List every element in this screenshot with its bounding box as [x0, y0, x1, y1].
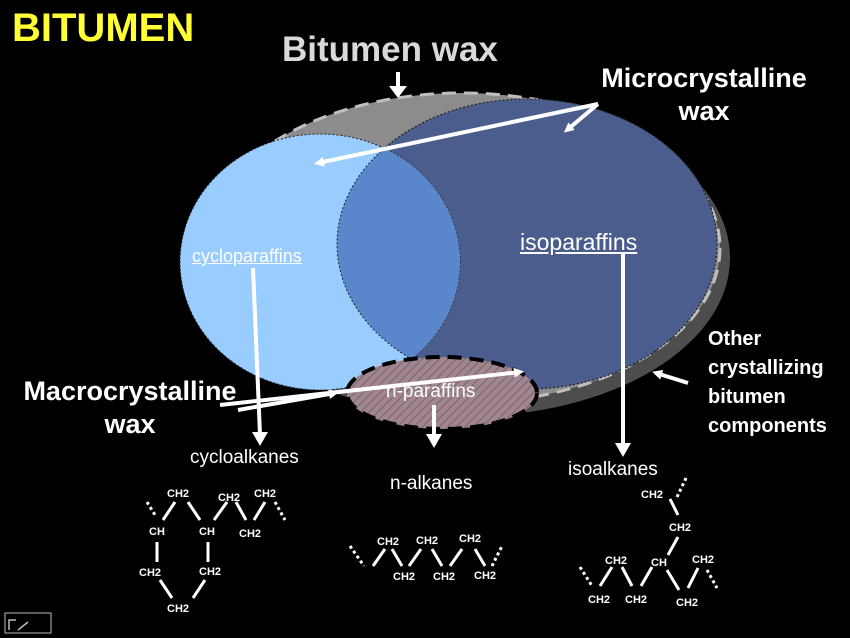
group-label: CH2 [625, 594, 647, 606]
isoalkane-labels: CH2 CH2 CH2 CH CH2 CH2 CH2 CH2 [588, 489, 714, 609]
micro-arrow-1 [314, 102, 599, 167]
group-label: CH2 [692, 554, 714, 566]
macro-arrow-2 [219, 367, 524, 407]
isoparaffins-label: isoparaffins [520, 229, 638, 255]
group-label: CH2 [218, 492, 240, 504]
microcrystalline-wax-label: Microcrystalline wax [601, 63, 807, 126]
bitumen-wax-label: Bitumen wax [282, 30, 498, 69]
micro-arrow-2 [563, 102, 600, 133]
group-label: CH2 [199, 566, 221, 578]
cycloalkane-labels: CH2 CH2 CH2 CH CH CH2 CH2 CH2 CH2 [139, 488, 276, 615]
group-label: CH2 [377, 536, 399, 548]
group-label: CH2 [459, 533, 481, 545]
overlap-region [337, 134, 460, 389]
group-label: CH [651, 557, 667, 569]
group-label: CH2 [254, 488, 276, 500]
group-label: CH2 [676, 597, 698, 609]
n-alkane-structure [348, 545, 504, 567]
group-label: CH2 [641, 489, 663, 501]
group-label: CH2 [393, 571, 415, 583]
n-alkanes-label: n-alkanes [390, 473, 473, 494]
group-label: CH [199, 526, 215, 538]
isoalkanes-label: isoalkanes [568, 459, 658, 480]
other-arrow [652, 370, 689, 385]
group-label: CH2 [474, 570, 496, 582]
group-label: CH2 [605, 555, 627, 567]
n-paraffins-label: n-paraffins [386, 381, 476, 402]
group-label: CH2 [167, 488, 189, 500]
group-label: CH2 [139, 567, 161, 579]
cycloparaffins-label: cycloparaffins [192, 246, 302, 266]
group-label: CH2 [588, 594, 610, 606]
cycloalkane-structure [145, 501, 287, 599]
page-title: BITUMEN [12, 6, 195, 50]
group-label: CH2 [416, 535, 438, 547]
cycloalkanes-label: cycloalkanes [190, 447, 299, 468]
group-label: CH2 [669, 522, 691, 534]
corner-logo-icon [4, 612, 52, 634]
isoalkane-structure [578, 475, 719, 591]
n-alkane-labels: CH2 CH2 CH2 CH2 CH2 CH2 [377, 533, 496, 583]
other-components-label: Other crystallizing bitumen components [708, 328, 827, 437]
group-label: CH2 [433, 571, 455, 583]
macrocrystalline-wax-label: Macrocrystalline wax [23, 376, 237, 439]
group-label: CH2 [167, 603, 189, 615]
group-label: CH [149, 526, 165, 538]
group-label: CH2 [239, 528, 261, 540]
